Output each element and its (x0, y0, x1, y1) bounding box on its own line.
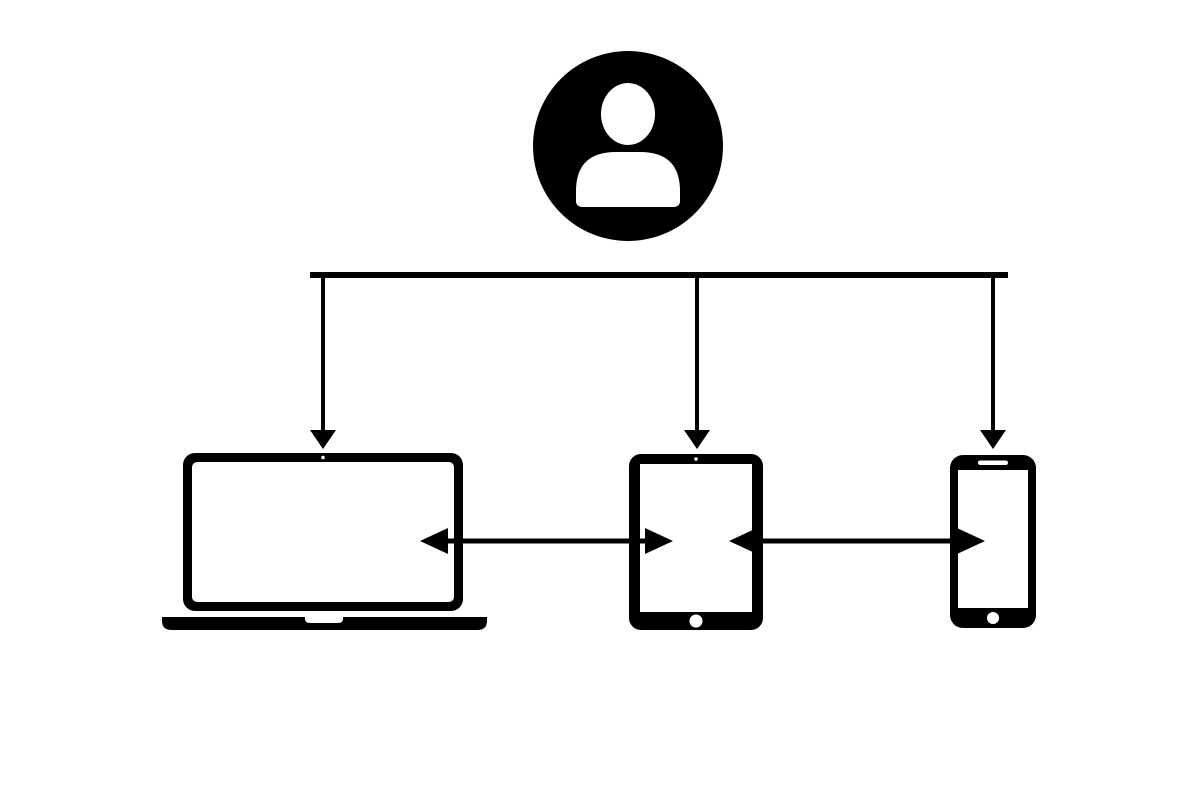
laptop-icon (162, 453, 487, 630)
smartphone-speaker-slit (978, 460, 1008, 465)
distribution-connector (310, 272, 1008, 278)
laptop-base (162, 617, 487, 630)
arrow-shaft (754, 538, 960, 544)
tablet-home-button (689, 614, 703, 628)
sync-arrow-tablet-smartphone (729, 528, 985, 554)
avatar-circle (533, 51, 723, 241)
arrowhead-right-icon (645, 528, 673, 554)
arrowhead-down-icon (980, 430, 1006, 449)
smartphone-icon (950, 455, 1036, 628)
distribution-bar (310, 272, 1008, 278)
arrowhead-down-icon (684, 430, 710, 449)
tablet-camera-dot (694, 457, 698, 461)
tablet-icon (629, 454, 763, 630)
arrow-shaft (695, 278, 699, 432)
laptop-base-notch (305, 617, 343, 623)
avatar-shoulders (576, 152, 680, 207)
arrowhead-down-icon (310, 430, 336, 449)
arrowhead-right-icon (957, 528, 985, 554)
arrow-user-to-tablet (684, 278, 710, 449)
laptop-screen (192, 462, 454, 602)
arrow-shaft (321, 278, 325, 432)
arrowhead-left-icon (729, 528, 757, 554)
laptop-camera-dot (321, 455, 325, 460)
arrowhead-left-icon (420, 528, 448, 554)
arrow-shaft (991, 278, 995, 432)
smartphone-home-button (987, 612, 999, 624)
user-avatar-icon (533, 51, 723, 241)
arrow-user-to-smartphone (980, 278, 1006, 449)
avatar-head (601, 83, 655, 145)
arrow-user-to-laptop (310, 278, 336, 449)
sync-arrow-laptop-tablet (420, 528, 673, 554)
arrow-shaft (445, 538, 648, 544)
